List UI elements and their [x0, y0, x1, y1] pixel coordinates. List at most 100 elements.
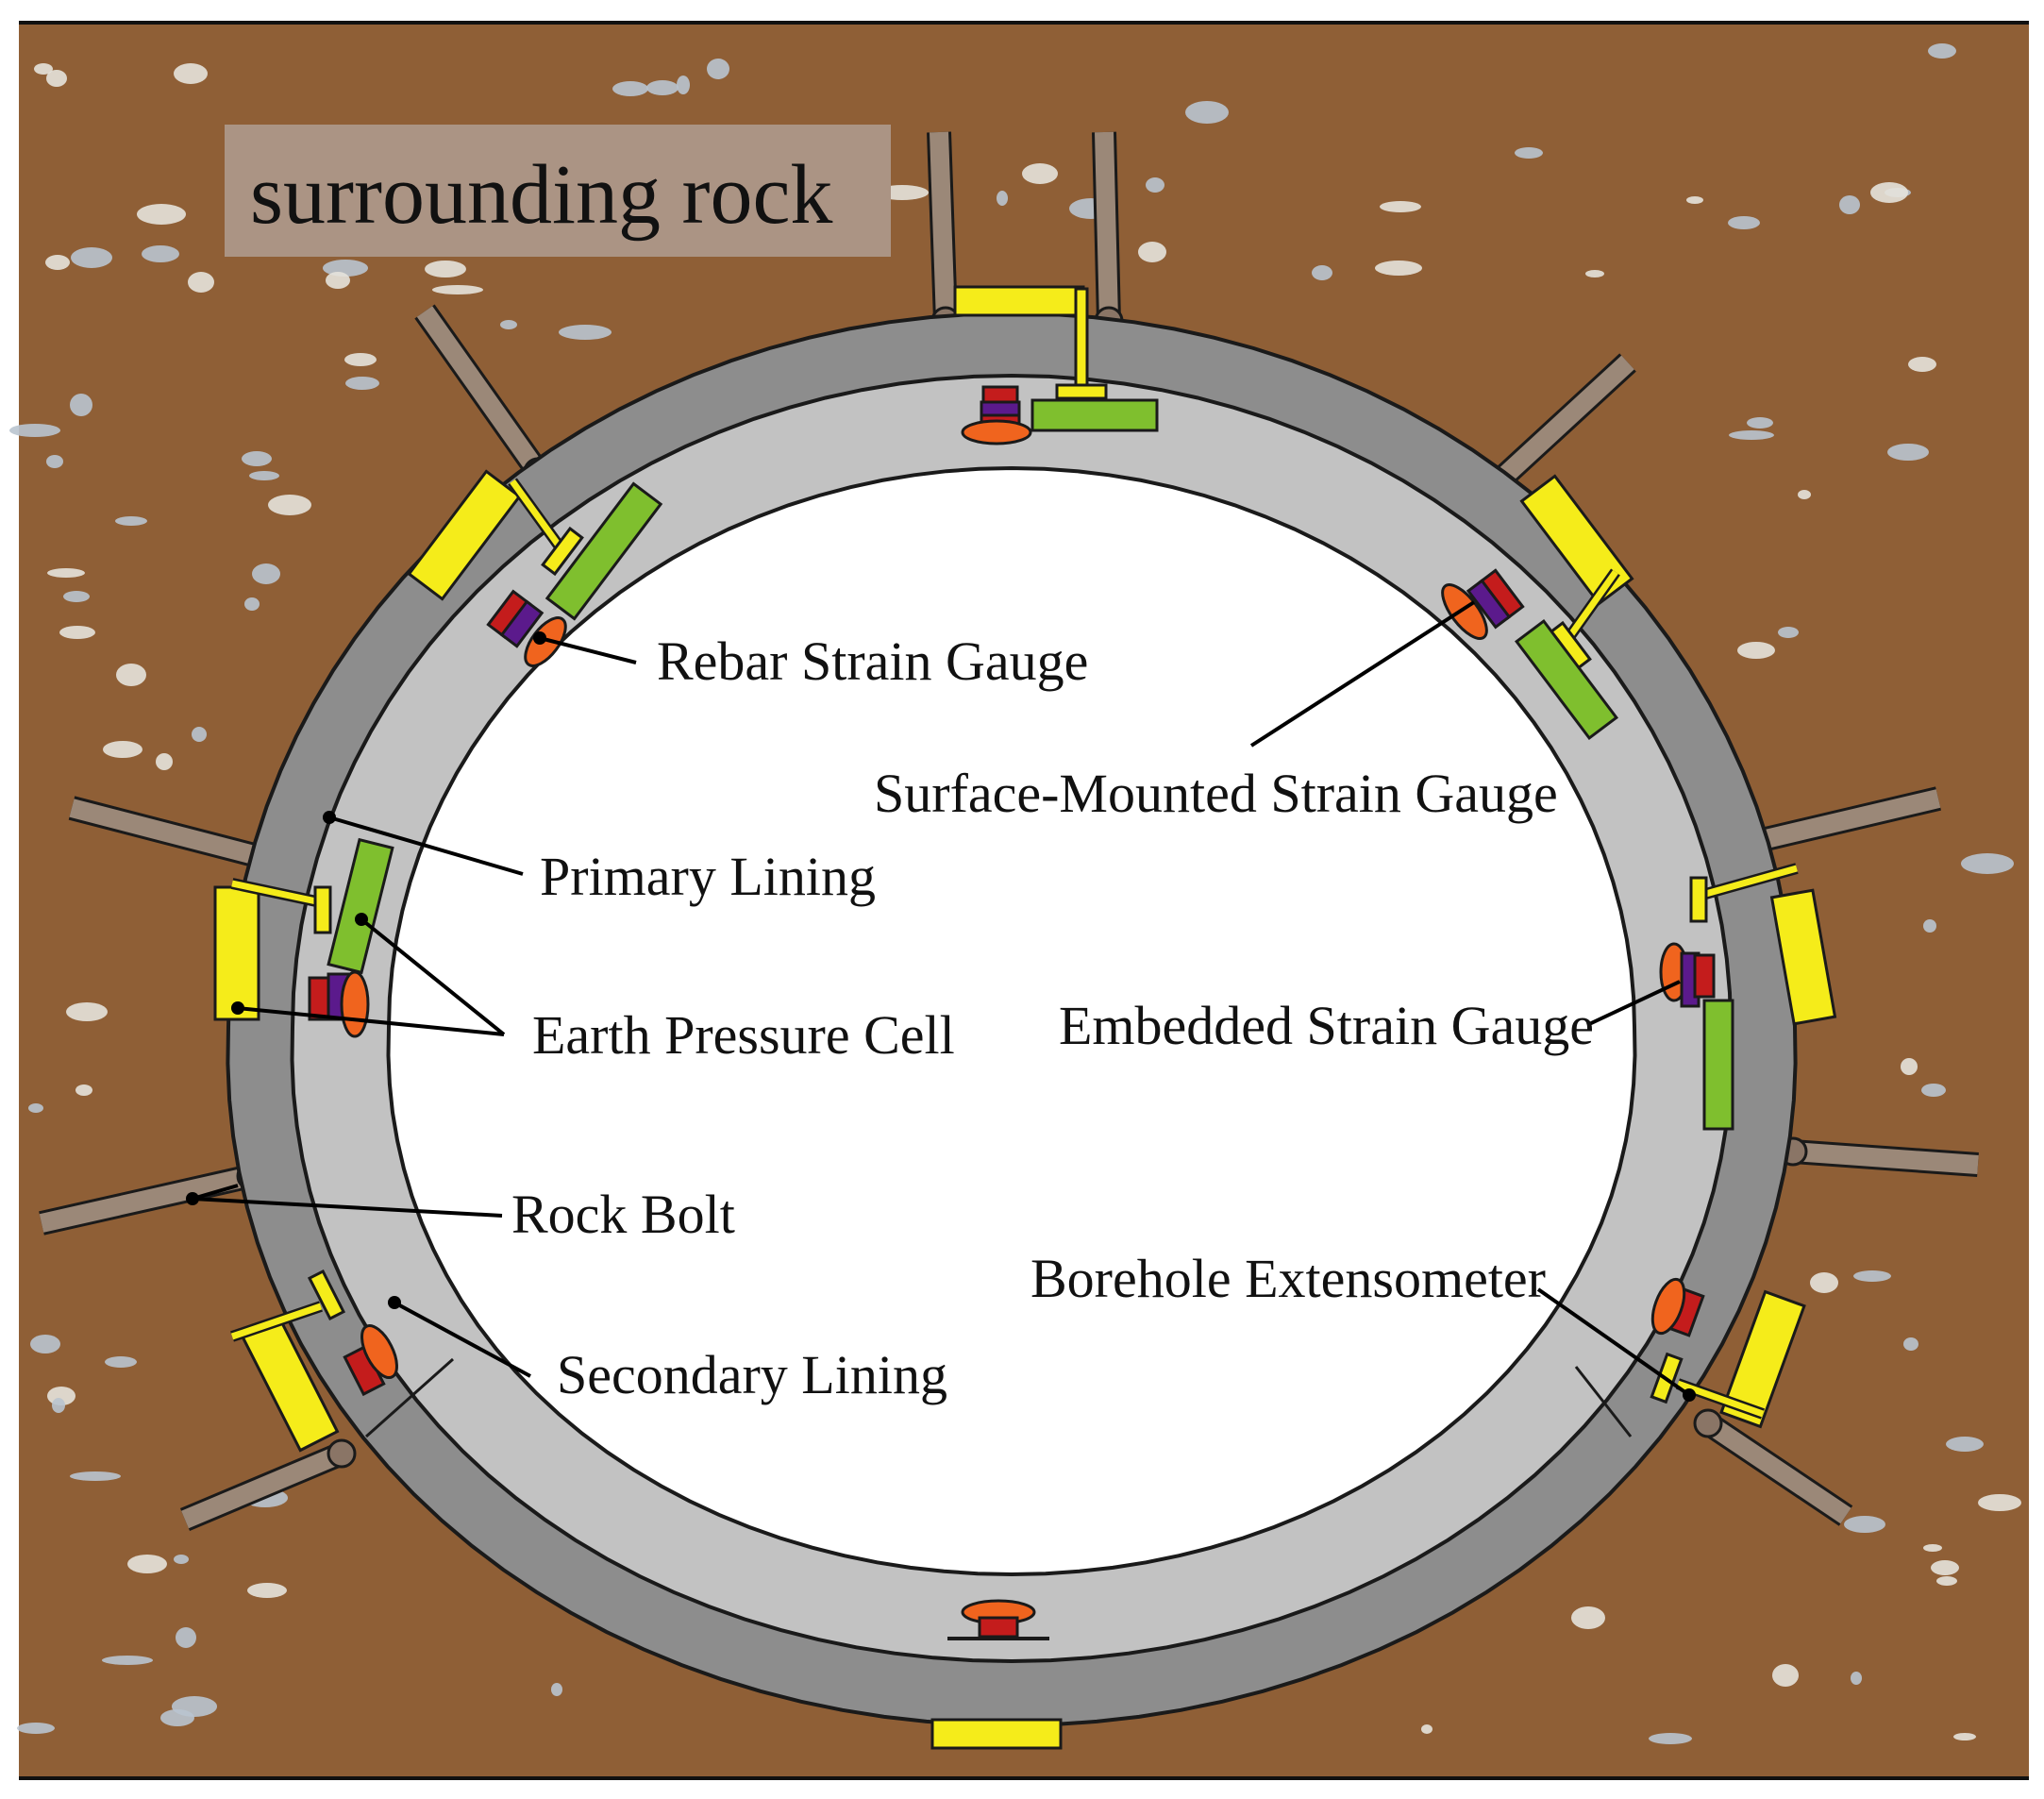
- rock-bolt-fill: [1095, 131, 1118, 322]
- rebar-strain-gauge-red: [1693, 953, 1716, 999]
- pebble: [1844, 1516, 1885, 1533]
- leader-secondary-lining: [394, 1301, 531, 1378]
- pebble: [70, 394, 92, 416]
- lower-left-instruments: [230, 1269, 398, 1453]
- pebble: [1649, 1733, 1692, 1744]
- pebble: [1931, 1560, 1959, 1575]
- pebble: [1946, 1437, 1984, 1452]
- pebble: [1928, 43, 1956, 59]
- pebble: [174, 1555, 189, 1564]
- leader-surface-strain-gauge: [1249, 600, 1476, 748]
- pebble: [156, 753, 173, 770]
- leader-rebar-strain-gauge: [539, 636, 637, 664]
- pebble: [17, 1723, 55, 1734]
- rock-bolt-fill: [1490, 355, 1634, 491]
- rebar-strain-gauge-purple: [1466, 579, 1512, 630]
- pebble: [997, 191, 1008, 206]
- label-rebar-strain-gauge: Rebar Strain Gauge: [657, 630, 1088, 692]
- pebble: [344, 353, 377, 366]
- leader-dot: [533, 631, 546, 645]
- pebble: [559, 325, 612, 340]
- bottom-instruments: [930, 1599, 1063, 1750]
- pebble: [1778, 627, 1799, 638]
- pebble: [1421, 1724, 1432, 1734]
- labels: Rebar Strain Gauge Surface-Mounted Strai…: [511, 630, 1594, 1405]
- rock-bolt-fill: [69, 799, 286, 872]
- rock-bolt-fill: [1792, 1142, 1979, 1174]
- pebble: [1851, 1672, 1862, 1685]
- pebble: [1839, 195, 1860, 214]
- pebble: [1375, 261, 1422, 276]
- label-borehole-extensometer: Borehole Extensometer: [1030, 1248, 1546, 1309]
- extensometer-head: [1055, 383, 1108, 400]
- leader-dot: [323, 811, 336, 824]
- pebble: [1772, 1664, 1799, 1687]
- earth-pressure-cell: [953, 285, 1085, 317]
- pebble: [1380, 201, 1421, 212]
- pebble: [500, 320, 517, 329]
- rock-bolt-fill: [39, 1167, 254, 1233]
- pebble: [28, 1103, 43, 1113]
- embedded-strain-gauge: [961, 419, 1032, 446]
- leader-dot: [1683, 1388, 1696, 1402]
- rebar-strain-gauge-purple: [499, 599, 545, 648]
- pebble: [1923, 1544, 1942, 1552]
- pebble: [1901, 1058, 1918, 1075]
- rock-pebbles: [9, 43, 2021, 1744]
- embedded-strain-gauge: [1650, 1277, 1686, 1336]
- pebble: [52, 1398, 65, 1413]
- leader-borehole-extensometer: [1536, 1287, 1691, 1397]
- extensometer-rod-fill: [231, 880, 322, 906]
- pebble: [1146, 177, 1164, 193]
- right-instruments: [1659, 863, 1837, 1131]
- label-earth-pressure-cell: Earth Pressure Cell: [532, 1004, 955, 1066]
- joint-line-right: [1574, 1366, 1633, 1438]
- extensometer-head: [1689, 876, 1708, 923]
- pebble: [70, 1471, 121, 1481]
- earth-pressure-cell: [1769, 888, 1837, 1026]
- pebble: [1903, 1337, 1918, 1351]
- rock-bolt-plate: [1693, 1408, 1723, 1438]
- pebble: [1921, 1084, 1946, 1097]
- extensometer-rod-fill: [1562, 569, 1618, 647]
- leader-earth-pressure-cell: [237, 917, 506, 1036]
- surface-strain-gauge: [1702, 999, 1734, 1131]
- pebble: [1908, 357, 1936, 372]
- pebble: [192, 727, 207, 742]
- pebble: [1961, 853, 2014, 874]
- pebble: [137, 204, 186, 225]
- label-surface-mounted-strain-gauge: Surface-Mounted Strain Gauge: [874, 763, 1558, 824]
- pebble: [326, 272, 350, 289]
- pebble: [63, 591, 90, 602]
- pebble: [1936, 1576, 1957, 1586]
- pebble: [244, 597, 260, 611]
- pebble: [1810, 1272, 1838, 1293]
- pebble: [1887, 444, 1929, 461]
- pebble: [425, 261, 466, 277]
- pebble: [45, 255, 70, 270]
- upper-left-instruments: [407, 469, 663, 667]
- earth-pressure-cell: [1519, 474, 1634, 606]
- pebble: [102, 1656, 153, 1665]
- surface-strain-gauge: [545, 481, 663, 621]
- pebble: [1312, 265, 1332, 280]
- label-embedded-strain-gauge: Embedded Strain Gauge: [1059, 995, 1594, 1056]
- pebble: [1953, 1733, 1976, 1740]
- pebble: [172, 1696, 217, 1717]
- pebble: [59, 626, 95, 639]
- pebble: [30, 1335, 60, 1353]
- rebar-strain-gauge-red: [978, 1616, 1019, 1639]
- extensometer-head: [313, 885, 332, 934]
- tunnel-interior: [386, 465, 1637, 1577]
- leader-embedded-strain-gauge: [1586, 980, 1681, 1027]
- pebble: [34, 63, 53, 75]
- pebble: [46, 455, 63, 468]
- rock-bolt-fill: [1743, 789, 1941, 853]
- extensometer-rod-fill: [230, 1303, 323, 1340]
- earth-pressure-cell: [930, 1718, 1063, 1750]
- pebble: [1853, 1270, 1891, 1282]
- pebble: [71, 247, 112, 268]
- embedded-strain-gauge: [360, 1324, 398, 1379]
- pebble: [1571, 1606, 1605, 1629]
